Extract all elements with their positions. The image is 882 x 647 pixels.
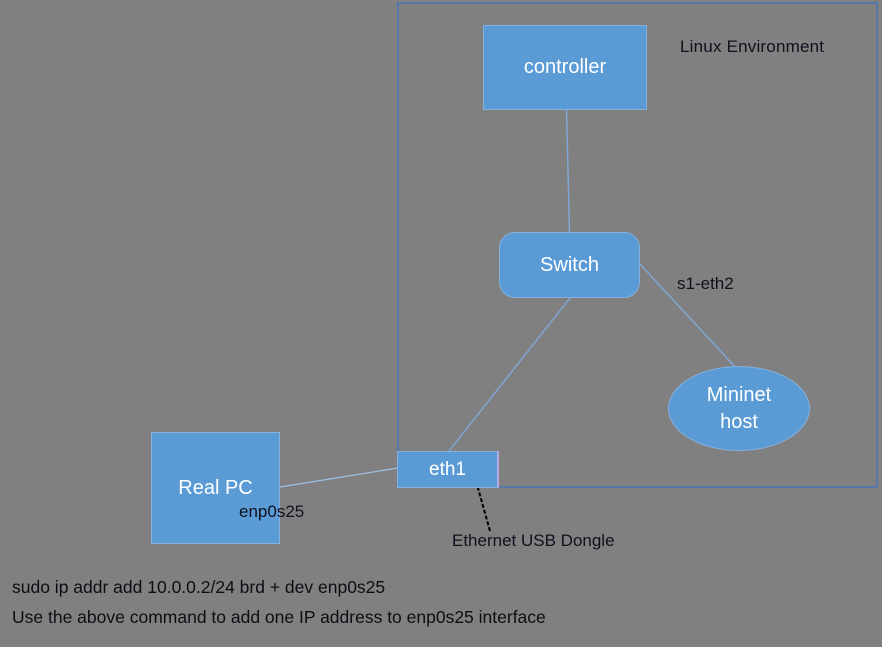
- controller-label: controller: [523, 56, 607, 78]
- linux-environment-label: Linux Environment: [680, 37, 825, 56]
- mininet-host-label-line1: Mininet: [706, 383, 772, 406]
- caption-description-line: Use the above command to add one IP addr…: [12, 607, 546, 627]
- real-pc-node: Real PC: [151, 432, 280, 544]
- link-switch-eth1: [448, 297, 571, 452]
- caption-command-line: sudo ip addr add 10.0.0.2/24 brd + dev e…: [12, 577, 386, 597]
- eth1-node: eth1: [397, 451, 499, 488]
- s1-eth2-label: s1-eth2: [677, 274, 734, 293]
- linux-environment-box: [397, 2, 878, 488]
- real-pc-label: Real PC: [178, 476, 253, 499]
- mininet-host-node: Mininet host: [668, 366, 810, 451]
- controller-node: controller: [483, 25, 647, 110]
- eth1-label: eth1: [429, 458, 466, 480]
- link-switch-mininet-host: [638, 262, 738, 370]
- link-controller-switch: [565, 109, 571, 233]
- switch-label: Switch: [540, 253, 599, 276]
- switch-node: Switch: [499, 232, 640, 298]
- link-realpc-eth1: [279, 467, 399, 488]
- mininet-host-label-line2: host: [720, 410, 758, 433]
- dongle-arrow-shaft: [475, 480, 491, 532]
- enp0s25-label: enp0s25: [239, 502, 305, 521]
- ethernet-usb-dongle-label: Ethernet USB Dongle: [452, 531, 615, 550]
